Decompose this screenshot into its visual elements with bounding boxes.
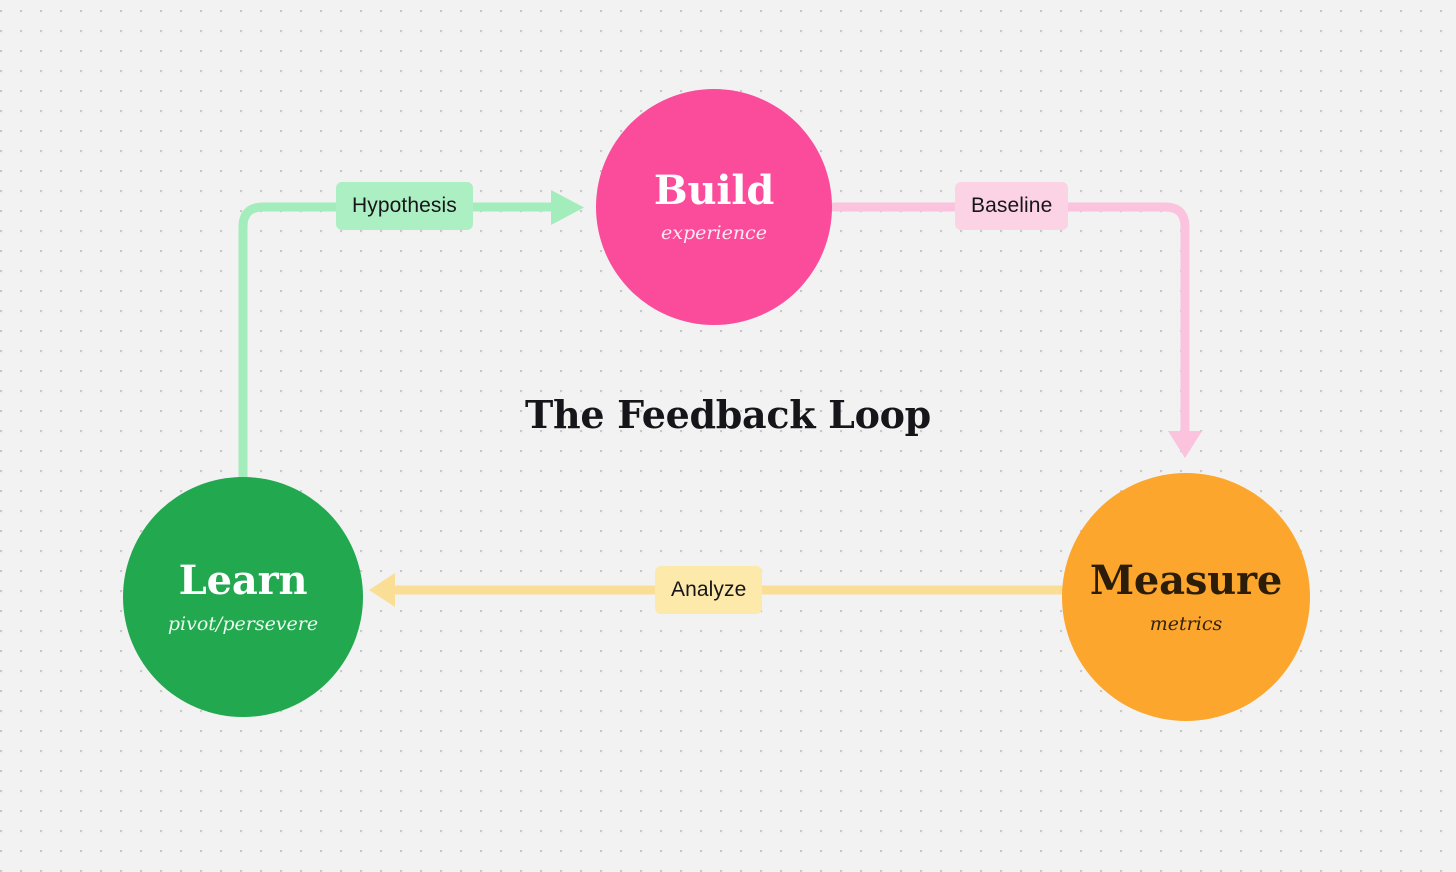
node-learn-title: Learn <box>178 556 308 604</box>
node-measure-title: Measure <box>1089 556 1283 604</box>
node-build-subtitle: experience <box>661 222 767 244</box>
diagram-title: The Feedback Loop <box>525 392 931 437</box>
edge-build-to-measure-arrowhead <box>1168 431 1202 458</box>
node-measure-subtitle: metrics <box>1149 612 1223 635</box>
node-learn[interactable]: Learn pivot/persevere <box>123 477 363 717</box>
edge-label-hypothesis[interactable]: Hypothesis <box>336 182 473 230</box>
edge-label-analyze[interactable]: Analyze <box>655 566 763 614</box>
node-build[interactable]: Build experience <box>596 89 832 325</box>
edge-learn-to-build <box>238 190 584 482</box>
edge-measure-to-learn-arrowhead <box>369 573 395 607</box>
edge-build-to-measure-path <box>829 202 1190 437</box>
node-build-title: Build <box>653 167 775 214</box>
edge-learn-to-build-path <box>238 202 578 482</box>
node-learn-subtitle: pivot/persevere <box>167 612 319 635</box>
edge-learn-to-build-arrowhead <box>551 190 584 225</box>
node-measure[interactable]: Measure metrics <box>1062 473 1310 721</box>
edge-build-to-measure <box>829 202 1202 458</box>
edge-label-baseline[interactable]: Baseline <box>955 182 1069 230</box>
